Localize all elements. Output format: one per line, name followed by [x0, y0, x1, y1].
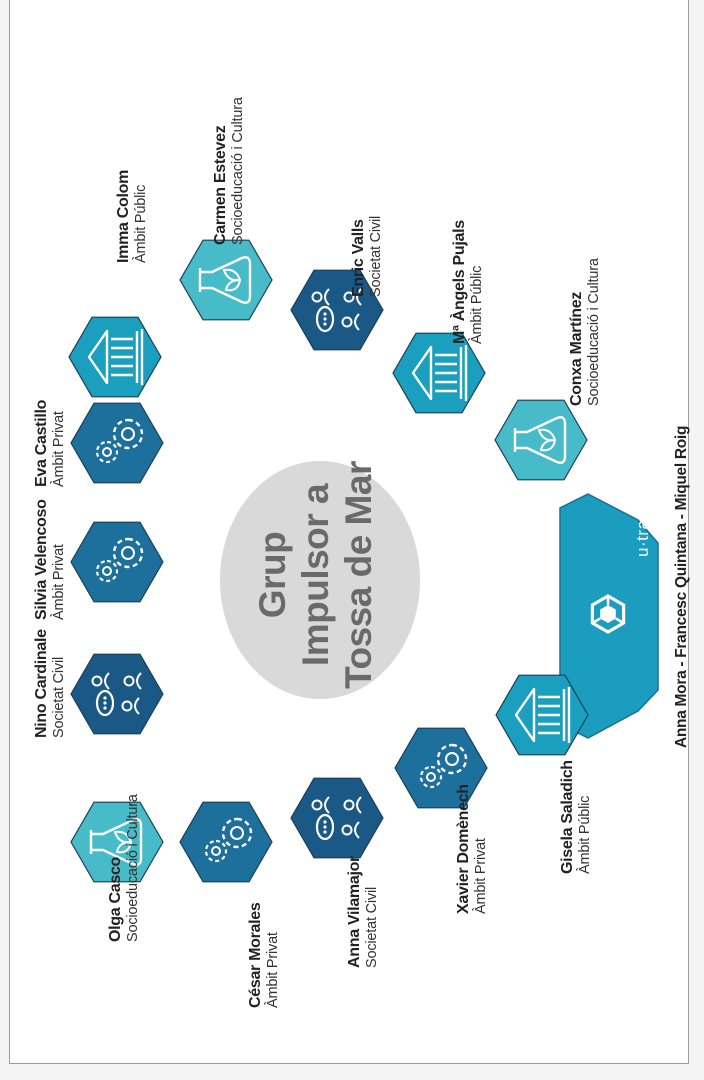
member-hexagon	[70, 801, 164, 883]
member-hexagon	[68, 316, 162, 398]
member-name: Silvia Velencoso	[33, 499, 50, 620]
member-hexagon	[290, 777, 384, 859]
member-role: Àmbit Públic	[133, 184, 149, 263]
member-hexagon	[70, 521, 164, 603]
utrans-logo-icon	[590, 594, 626, 634]
member-role: Àmbit Privat	[265, 932, 281, 1008]
member-hexagon	[70, 402, 164, 484]
brand-hexagon	[559, 493, 659, 739]
member-role: Àmbit Privat	[51, 411, 67, 487]
member-name: Eva Castillo	[33, 399, 50, 487]
member-name: Anna Vilamajor	[346, 856, 363, 968]
member-hexagon	[70, 653, 164, 735]
member-role: Socioeducació i Cultura	[230, 97, 246, 245]
member-hexagon	[495, 674, 589, 756]
member-role: Societat Civil	[364, 886, 380, 968]
member-name: Enric Valls	[350, 219, 367, 297]
member-name: Carmen Estevez	[212, 125, 229, 245]
member-role: Socioeducació i Cultura	[586, 258, 602, 406]
member-hexagons	[68, 239, 589, 883]
member-name: Gisela Saladich	[559, 760, 576, 874]
member-hexagon	[290, 269, 384, 351]
member-name: César Morales	[247, 902, 264, 1009]
credits: Anna Mora - Francesc Quintana - Miquel R…	[673, 425, 690, 748]
group-title: Grup Impulsor a Tossa de Mar	[252, 461, 379, 689]
member-hexagon	[179, 801, 273, 883]
brand-name: u·trans	[633, 500, 652, 557]
member-hexagon	[179, 239, 273, 321]
member-hexagon	[392, 332, 486, 414]
member-name: Imma Colom	[115, 169, 132, 263]
member-role: Àmbit Privat	[473, 838, 489, 914]
member-name: Conxa Martínez	[568, 291, 585, 406]
member-role: Àmbit Públic	[469, 265, 485, 344]
member-role: Socioeducació i Cultura	[125, 794, 141, 942]
member-role: Societat Civil	[51, 656, 67, 738]
member-role: Societat Civil	[368, 215, 384, 297]
member-name: Olga Casco	[107, 856, 124, 942]
member-name: Nino Cardinale	[33, 629, 50, 738]
member-name: Mª Àngels Pujals	[451, 220, 468, 344]
center-ellipse	[220, 461, 420, 699]
member-name: Xavier Domènech	[455, 784, 472, 914]
member-role: Àmbit Privat	[51, 544, 67, 620]
member-role: Àmbit Públic	[577, 795, 593, 874]
member-hexagon	[394, 727, 488, 809]
member-hexagon	[494, 399, 588, 481]
